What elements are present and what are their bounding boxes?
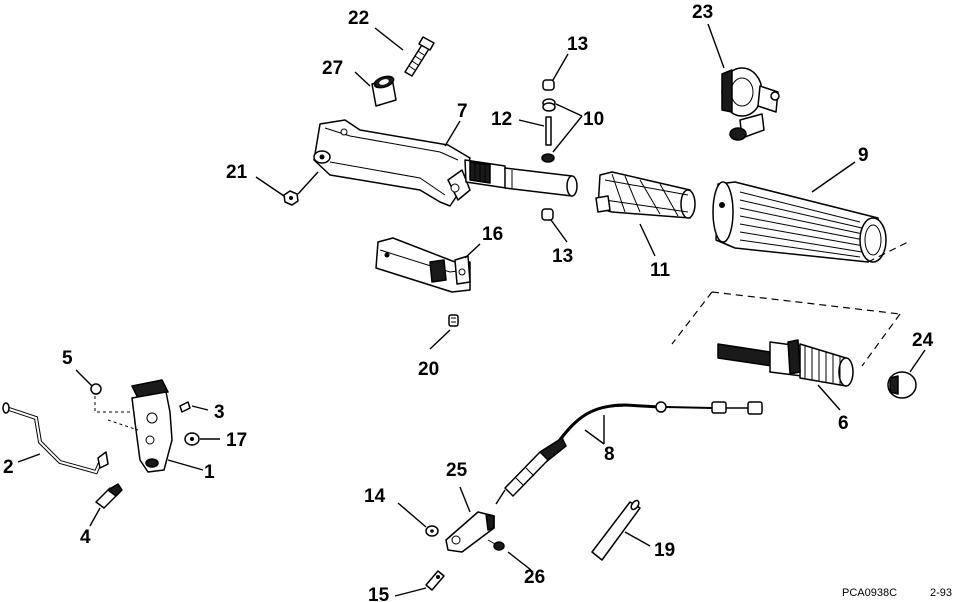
callout-20: 20 bbox=[418, 359, 439, 380]
callout-23: 23 bbox=[692, 2, 713, 23]
callout-3: 3 bbox=[214, 402, 225, 423]
part-19-tube bbox=[591, 499, 641, 561]
callout-13-bottom: 13 bbox=[552, 246, 573, 267]
callout-1: 1 bbox=[204, 462, 215, 483]
callout-10: 10 bbox=[583, 109, 604, 130]
callout-15: 15 bbox=[368, 585, 390, 602]
part-9-grip bbox=[712, 181, 887, 263]
part-8-cable bbox=[495, 401, 763, 505]
part-13-bushing-bottom bbox=[541, 208, 554, 221]
part-27-bushing bbox=[371, 75, 397, 107]
part-4-connector bbox=[95, 483, 123, 509]
leader-1-dashed bbox=[107, 419, 139, 431]
part-14-washer bbox=[425, 525, 439, 537]
callout-8: 8 bbox=[604, 444, 615, 465]
callout-21: 21 bbox=[226, 162, 248, 183]
callout-9: 9 bbox=[858, 145, 869, 166]
callout-27: 27 bbox=[322, 58, 343, 79]
part-15-pin bbox=[425, 570, 445, 591]
callout-25: 25 bbox=[446, 460, 468, 481]
part-11-throttle-sleeve bbox=[595, 171, 696, 219]
callout-12: 12 bbox=[491, 109, 512, 130]
callout-2: 2 bbox=[3, 457, 14, 478]
leader-5-dashed bbox=[94, 396, 130, 413]
callout-24: 24 bbox=[912, 330, 934, 351]
callout-16: 16 bbox=[482, 224, 503, 245]
callout-14: 14 bbox=[364, 486, 386, 507]
callout-7: 7 bbox=[457, 101, 468, 122]
figure-date: 2-93 bbox=[930, 587, 952, 599]
part-22-screw bbox=[404, 36, 435, 77]
callout-22: 22 bbox=[348, 8, 369, 29]
leader-lines bbox=[17, 23, 926, 597]
callout-26: 26 bbox=[524, 567, 545, 588]
callout-11: 11 bbox=[650, 260, 671, 281]
part-13-bushing-top bbox=[542, 79, 555, 91]
part-17-clip bbox=[184, 432, 200, 446]
part-21-nut bbox=[283, 190, 299, 206]
part-1-handle bbox=[131, 379, 173, 473]
part-2-wire bbox=[2, 402, 109, 475]
part-5-nut bbox=[90, 383, 102, 395]
callout-labels: 1 2 3 4 5 6 7 8 9 10 11 12 13 13 14 15 1… bbox=[3, 2, 934, 602]
part-3-pin bbox=[179, 401, 191, 413]
part-24-cap bbox=[887, 371, 917, 399]
figure-code: PCA0938C bbox=[842, 587, 897, 599]
part-25-lever bbox=[445, 511, 495, 553]
part-6-switch bbox=[717, 339, 854, 387]
alignment-dashed-lines bbox=[671, 241, 909, 367]
part-12-pin bbox=[545, 116, 552, 146]
callout-4: 4 bbox=[80, 527, 91, 548]
callout-5: 5 bbox=[62, 348, 73, 369]
part-20-screw bbox=[448, 314, 459, 327]
part-10-washers bbox=[541, 98, 556, 163]
callout-19: 19 bbox=[654, 540, 675, 561]
part-7-handle-housing bbox=[313, 119, 578, 207]
part-23-friction-device bbox=[721, 67, 780, 141]
callout-6: 6 bbox=[838, 413, 849, 434]
callout-17: 17 bbox=[226, 430, 247, 451]
part-16-bracket bbox=[375, 237, 471, 293]
callout-13-top: 13 bbox=[567, 34, 588, 55]
part-26-screw bbox=[487, 539, 505, 551]
